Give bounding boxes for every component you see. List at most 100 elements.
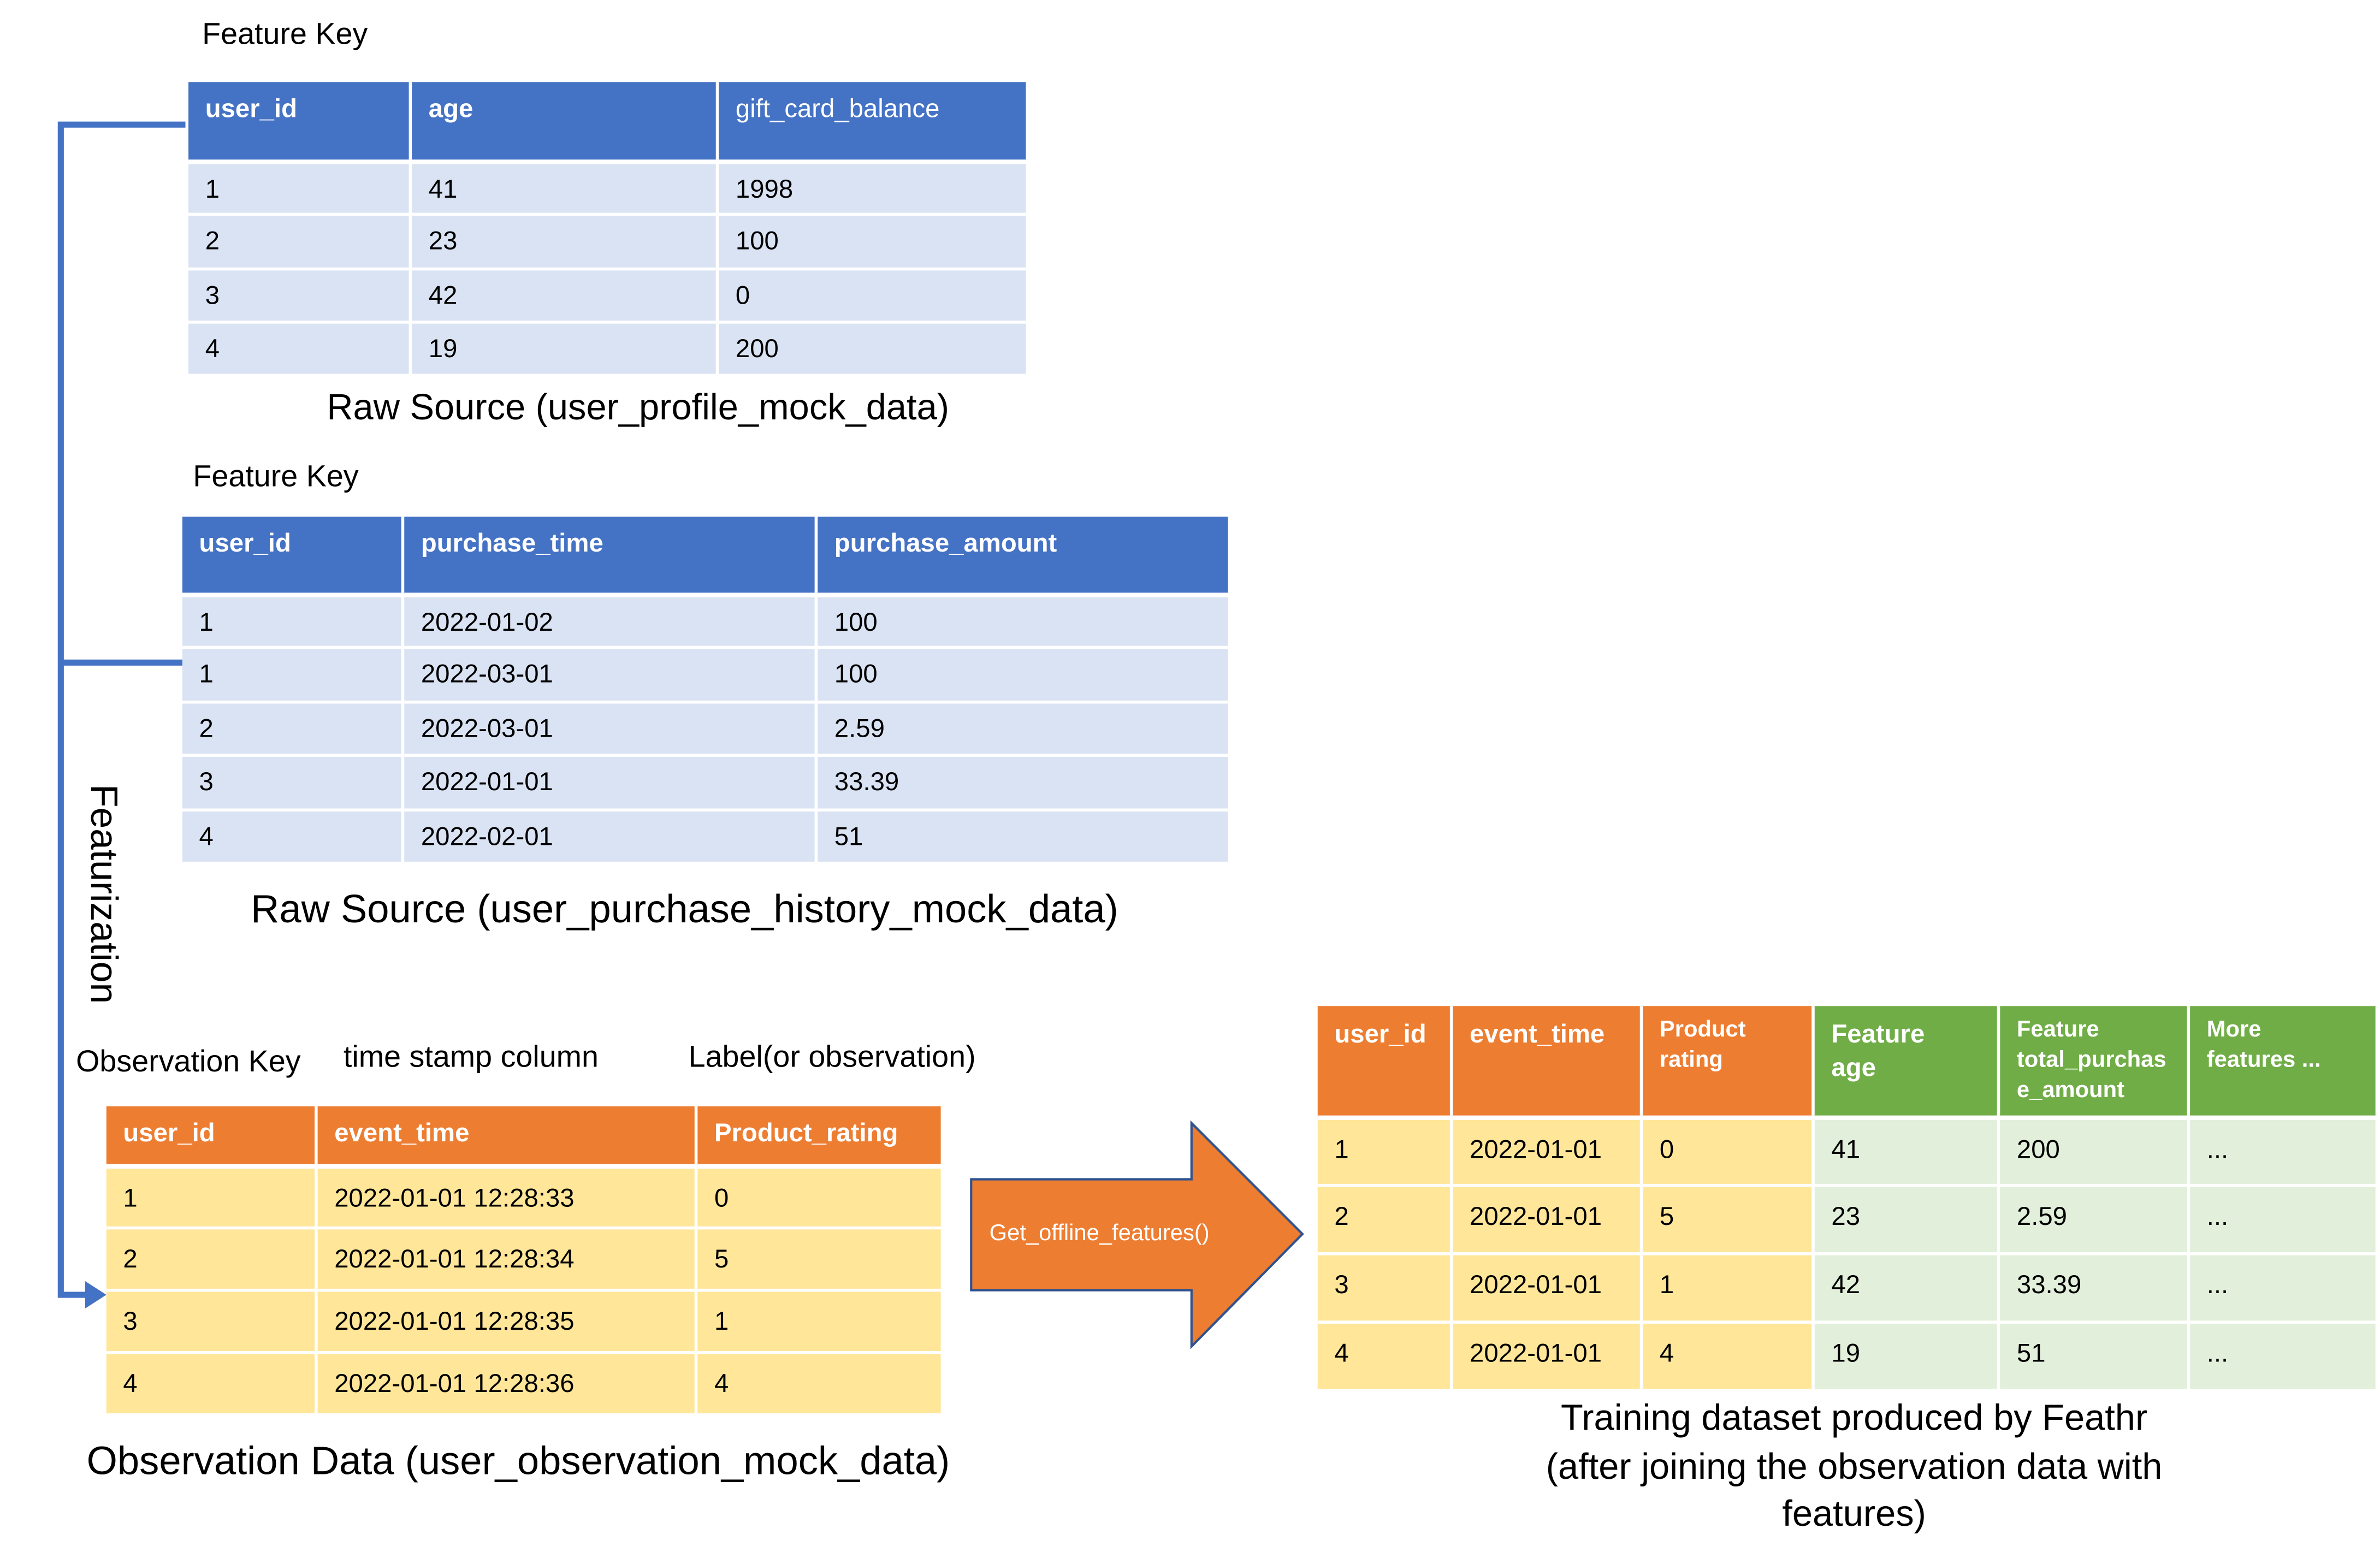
cell: 4 [188,322,412,377]
cell: ... [2188,1185,2379,1255]
cell: 41 [1813,1117,2000,1187]
table-header-row: user_id age gift_card_balance [188,82,1029,164]
cell: 3 [188,269,412,324]
cell: 1 [188,161,412,216]
timestamp-column-label: time stamp column [343,1041,599,1075]
header-line: Product [1659,1016,1746,1043]
header-cell: purchase_amount [816,517,1232,597]
cell: 4 [182,810,405,865]
cell: 33.39 [1998,1253,2190,1324]
cell: 2 [106,1228,318,1292]
header-cell: user_id [106,1106,318,1168]
header-line: age [1831,1053,1876,1082]
cell: 2022-03-01 [402,702,818,757]
observation-key-label: Observation Key [76,1045,301,1079]
cell: 2022-01-01 12:28:33 [316,1165,698,1230]
header-cell: event_time [1451,1006,1643,1119]
cell: 42 [410,269,719,324]
header-cell: Product_rating [696,1106,944,1168]
cell: 1 [1317,1117,1453,1187]
training-caption-line: Training dataset produced by Feathr [1560,1398,2148,1439]
table-row: 2 23 100 [188,214,1029,271]
right-arrow-icon [970,1120,1304,1349]
purchase-caption: Raw Source (user_purchase_history_mock_d… [251,886,1118,932]
header-cell: event_time [316,1106,698,1168]
header-line: total_purchas [2016,1047,2166,1073]
training-caption-line: (after joining the observation data with [1546,1445,2163,1488]
table-row: 4 2022-02-01 51 [182,810,1232,865]
cell: 41 [410,161,719,216]
cell: 1 [106,1165,318,1230]
cell: 51 [1998,1322,2190,1393]
cell: 1998 [717,161,1029,216]
cell: ... [2188,1253,2379,1324]
cell: 2022-01-01 [402,755,818,812]
table-header-row: user_id event_time Product rating Featur… [1317,1006,2379,1119]
header-line: user_id [1334,1020,1426,1049]
table-row: 1 2022-01-02 100 [182,594,1232,649]
cell: 2022-01-01 [1451,1117,1643,1187]
header-line: e_amount [2016,1077,2125,1104]
cell: 4 [1317,1322,1453,1393]
cell: 3 [106,1290,318,1354]
header-cell: purchase_time [402,517,818,597]
connector-arrowhead-icon [85,1281,106,1309]
cell: 2022-01-01 12:28:35 [316,1290,698,1354]
cell: 2.59 [1998,1185,2190,1255]
cell: 2022-01-01 12:28:36 [316,1352,698,1417]
table-row: 2 2022-03-01 2.59 [182,702,1232,757]
cell: 0 [1641,1117,1815,1187]
table-header-row: user_id event_time Product_rating [106,1106,944,1168]
cell: 2022-03-01 [402,647,818,704]
cell: 4 [1641,1322,1815,1393]
header-line: features ... [2206,1047,2321,1073]
purchase-feature-key-label: Feature Key [193,460,359,494]
table-row: 1 2022-01-01 0 41 200 ... [1317,1117,2379,1187]
cell: 42 [1813,1253,2000,1324]
training-caption-line: features) [1782,1494,1926,1535]
observation-table: user_id event_time Product_rating 1 2022… [106,1106,944,1417]
cell: 19 [1813,1322,2000,1393]
observation-caption: Observation Data (user_observation_mock_… [86,1437,950,1484]
table-row: 2 2022-01-01 5 23 2.59 ... [1317,1185,2379,1255]
header-cell: Product rating [1641,1006,1815,1119]
cell: 5 [1641,1185,1815,1255]
connector-from-profile [57,121,186,1298]
table-header-row: user_id purchase_time purchase_amount [182,517,1232,597]
training-table: user_id event_time Product rating Featur… [1317,1006,2379,1393]
table-row: 1 41 1998 [188,161,1029,216]
cell: 200 [1998,1117,2190,1187]
cell: 1 [696,1290,944,1354]
cell: 5 [696,1228,944,1292]
cell: 2 [188,214,412,271]
cell: 0 [696,1165,944,1230]
header-line: rating [1659,1047,1723,1073]
header-line: event_time [1470,1020,1605,1049]
table-row: 4 19 200 [188,322,1029,377]
cell: 2022-01-01 12:28:34 [316,1228,698,1292]
cell: 3 [182,755,405,812]
cell: 23 [410,214,719,271]
table-row: 4 2022-01-01 12:28:36 4 [106,1352,944,1417]
table-row: 3 2022-01-01 1 42 33.39 ... [1317,1253,2379,1324]
training-caption: Training dataset produced by Feathr (aft… [1505,1395,2204,1539]
cell: 33.39 [816,755,1232,812]
profile-table: user_id age gift_card_balance 1 41 1998 … [188,82,1029,377]
cell: ... [2188,1117,2379,1187]
cell: 2022-01-01 [1451,1322,1643,1393]
cell: 0 [717,269,1029,324]
header-cell: user_id [188,82,412,164]
header-line: More [2206,1016,2261,1043]
table-row: 1 2022-01-01 12:28:33 0 [106,1165,944,1230]
cell: 2022-01-02 [402,594,818,649]
observation-label-label: Label(or observation) [688,1041,976,1075]
header-cell: gift_card_balance [717,82,1029,164]
cell: 1 [182,594,405,649]
purchase-table: user_id purchase_time purchase_amount 1 … [182,517,1232,865]
cell: 3 [1317,1253,1453,1324]
table-row: 3 42 0 [188,269,1029,324]
header-cell: Feature age [1813,1006,2000,1119]
cell: 2 [182,702,405,757]
